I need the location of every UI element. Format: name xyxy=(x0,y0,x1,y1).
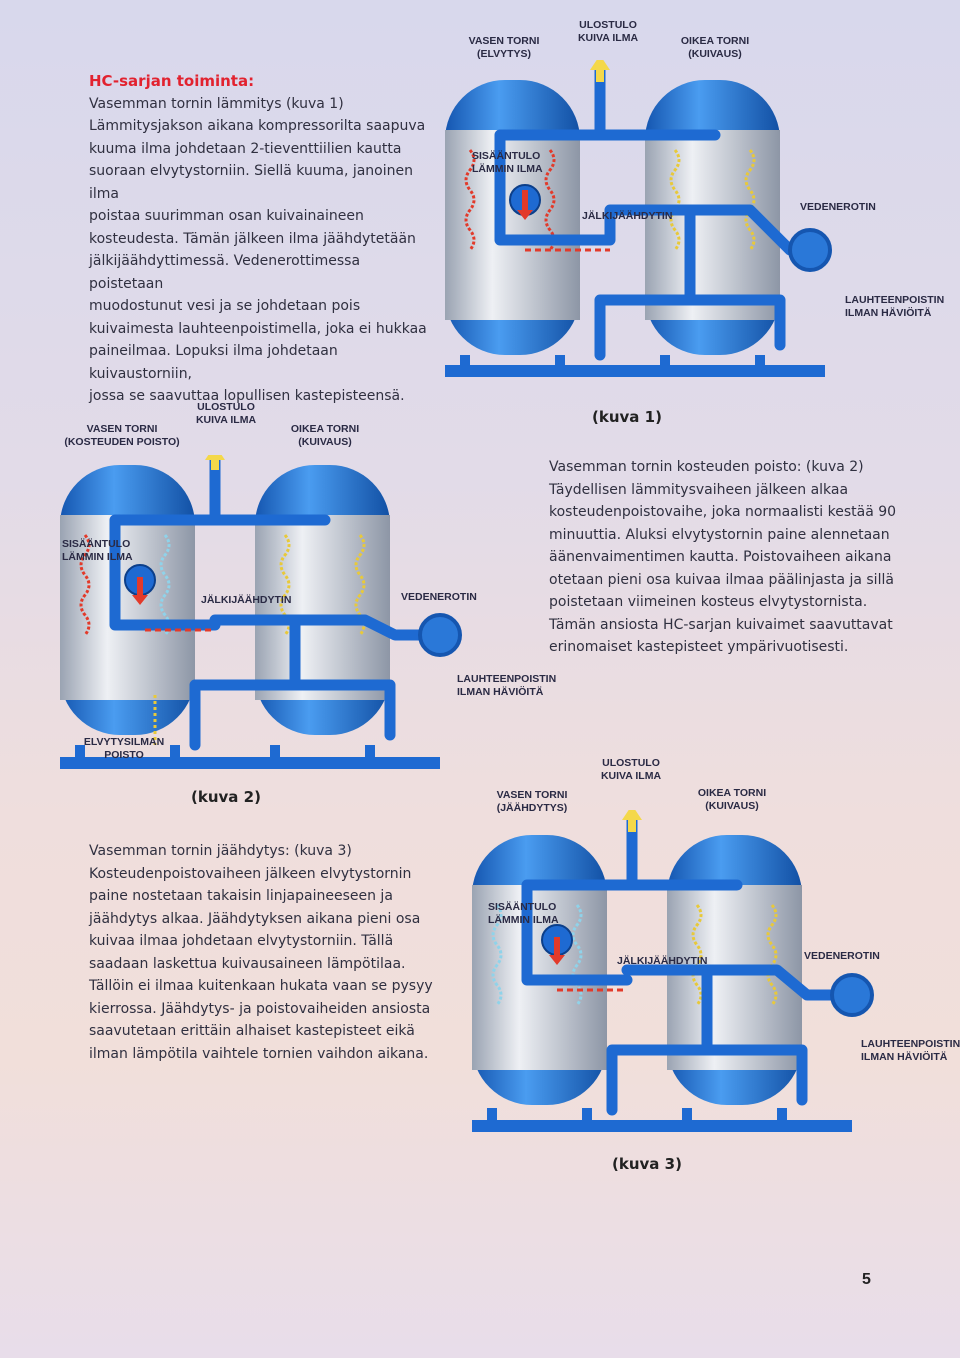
section3-line: Vasemman tornin jäähdytys: (kuva 3) xyxy=(89,843,352,859)
diagram1-caption: (kuva 1) xyxy=(592,408,662,426)
diagram3-caption: (kuva 3) xyxy=(612,1155,682,1173)
section1-line: jälkijäähdyttimessä. Vedenerottimessa po… xyxy=(89,253,361,292)
diagram3-aftercooler-label: JÄLKIJÄÄHDYTIN xyxy=(617,955,708,967)
section2-line: Vasemman tornin kosteuden poisto: (kuva … xyxy=(549,459,864,475)
section1-line: paineilmaa. Lopuksi ilma johdetaan kuiva… xyxy=(89,343,338,382)
section3-text: Vasemman tornin jäähdytys: (kuva 3) Kost… xyxy=(89,840,449,1065)
diagram2-caption: (kuva 2) xyxy=(191,788,261,806)
diagram2-right-tower-label: OIKEA TORNI(KUIVAUS) xyxy=(290,423,360,448)
section3-line: kuivaa ilmaa johdetaan elvytystorniin. T… xyxy=(89,933,394,949)
dryer-diagram-2 xyxy=(60,455,462,769)
section3-line: Kosteudenpoistovaiheen jälkeen elvytysto… xyxy=(89,865,412,882)
section2-line: erinomaiset kastepisteet ympärivuotisest… xyxy=(549,639,849,655)
diagram3-right-tower-label: OIKEA TORNI(KUIVAUS) xyxy=(697,787,767,812)
section1-title: HC-sarjan toiminta: xyxy=(89,72,255,90)
diagram3-separator-label: VEDENEROTIN xyxy=(804,950,880,962)
section3-line: ilman lämpötila vaihtele tornien vaihdon… xyxy=(89,1045,429,1062)
section2-line: otetaan pieni osa kuivaa ilmaa päälinjas… xyxy=(549,571,894,588)
section2-text: Vasemman tornin kosteuden poisto: (kuva … xyxy=(549,456,919,659)
diagram2-aftercooler-label: JÄLKIJÄÄHDYTIN xyxy=(201,594,292,606)
section1-line: kosteudesta. Tämän jälkeen ilma jäähdyte… xyxy=(89,230,416,247)
dryer-diagram-3 xyxy=(472,810,874,1132)
diagram2-separator-label: VEDENEROTIN xyxy=(401,591,477,603)
dryer-diagram-1 xyxy=(445,60,832,377)
section2-line: Täydellisen lämmitysvaiheen jälkeen alka… xyxy=(549,481,849,498)
page-number: 5 xyxy=(862,1271,871,1288)
section3-line: saadaan laskettua kuivausaineen lämpötil… xyxy=(89,955,406,972)
section1-line: Vasemman tornin lämmitys (kuva 1) xyxy=(89,95,344,112)
section2-line: kosteudenpoistovaihe, joka normaalisti k… xyxy=(549,504,897,520)
section2-line: minuuttia. Aluksi elvytystornin paine al… xyxy=(549,526,890,543)
section1-line: jossa se saavuttaa lopullisen kastepiste… xyxy=(89,388,405,404)
section1-line: suoraan elvytystorniin. Siellä kuuma, ja… xyxy=(89,163,413,202)
diagram1-aftercooler-label: JÄLKIJÄÄHDYTIN xyxy=(582,210,673,222)
diagram1-separator-label: VEDENEROTIN xyxy=(800,201,876,213)
section2-line: äänenvaimentimen kautta. Poistovaiheen a… xyxy=(549,549,892,565)
section3-line: saavutetaan erittäin alhaiset kastepiste… xyxy=(89,1023,415,1039)
section2-line: Tämän ansiosta HC-sarjan kuivaimet saavu… xyxy=(549,616,893,633)
section1-text: HC-sarjan toiminta: Vasemman tornin lämm… xyxy=(89,70,429,408)
section3-line: Tällöin ei ilmaa kuitenkaan hukata vaan … xyxy=(89,978,433,994)
section3-line: kierrossa. Jäähdytys- ja poistovaiheiden… xyxy=(89,1000,431,1017)
section2-line: poistetaan viimeinen kosteus elvytystorn… xyxy=(549,594,868,610)
section1-line: Lämmitysjakson aikana kompressorilta saa… xyxy=(89,118,426,134)
diagram3-left-tower-label: VASEN TORNI(JÄÄHDYTYS) xyxy=(496,789,568,814)
section3-line: paine nostetaan takaisin linjapaineeseen… xyxy=(89,888,393,904)
section1-line: poistaa suurimman osan kuivainaineen xyxy=(89,208,364,224)
diagram2-left-tower-label: VASEN TORNI(KOSTEUDEN POISTO) xyxy=(64,423,180,448)
diagram1-right-tower-label: OIKEA TORNI(KUIVAUS) xyxy=(680,35,750,60)
section1-line: kuivaimesta lauhteenpoistimella, joka ei… xyxy=(89,320,427,337)
section1-line: kuuma ilma johdetaan 2-tieventtiilien ka… xyxy=(89,140,402,157)
section3-line: jäähdytys alkaa. Jäähdytyksen aikana pie… xyxy=(89,910,421,927)
section1-line: muodostunut vesi ja se johdetaan pois xyxy=(89,298,361,314)
diagram1-left-tower-label: VASEN TORNI(ELVYTYS) xyxy=(468,35,540,60)
